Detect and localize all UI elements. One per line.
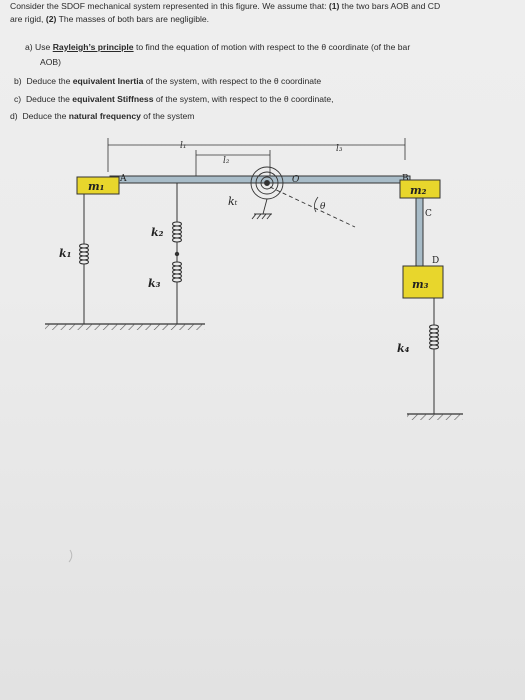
question-a: a) Use Rayleigh’s principle to find the … (25, 42, 411, 52)
spring-k3 (172, 261, 182, 324)
bar-AOB (109, 175, 411, 184)
dim-l1-label: l₁ (180, 141, 187, 151)
ground-left (45, 323, 205, 330)
point-C-label: C (425, 209, 432, 219)
question-b: b) Deduce the equivalent Inertia of the … (14, 76, 322, 86)
spring-k1 (79, 194, 89, 324)
point-A-label: A (119, 174, 127, 184)
point-D-label: D (432, 256, 439, 266)
label-m2: m₂ (410, 184, 427, 197)
mass-m1 (76, 176, 120, 195)
pencil-mark (68, 549, 73, 563)
theta-arc (314, 196, 319, 213)
intro-line-2: are rigid, (2) The masses of both bars a… (10, 14, 210, 24)
label-k1: k₁ (59, 247, 71, 260)
label-theta: θ (320, 202, 326, 212)
spring-k2 (172, 183, 182, 262)
point-O-label: O (292, 175, 300, 185)
question-c: c) Deduce the equivalent Stiffness of th… (14, 94, 334, 104)
label-k3: k₃ (148, 277, 161, 290)
label-k4: k₄ (397, 342, 410, 355)
dimension-l2 (195, 150, 271, 176)
spring-junction-dot (174, 251, 180, 257)
mass-m3 (402, 265, 444, 299)
spring-k4 (429, 298, 439, 414)
dim-l3-label: l₃ (336, 144, 343, 154)
question-d: d) Deduce the natural frequency of the s… (10, 111, 195, 121)
dim-l2-label: l₂ (223, 156, 230, 166)
theta-reference-line (269, 186, 356, 228)
label-kt: kₜ (228, 195, 238, 208)
dimension-l1 (107, 138, 406, 172)
bar-CD (415, 197, 424, 267)
intro-line-1: Consider the SDOF mechanical system repr… (10, 1, 441, 11)
label-m1: m₁ (88, 180, 104, 193)
point-B-label: B (402, 174, 409, 184)
ground-right (407, 413, 463, 420)
torsional-spring-kt (250, 166, 284, 220)
label-k2: k₂ (151, 226, 164, 239)
question-a-continuation: AOB) (40, 57, 62, 67)
label-m3: m₃ (412, 278, 429, 291)
